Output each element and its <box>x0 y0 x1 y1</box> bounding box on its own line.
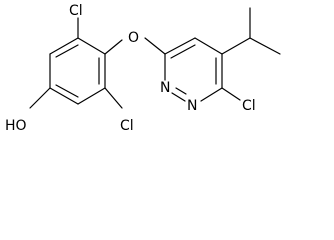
bond-c3-c4 <box>77 87 106 105</box>
bond-c3-c4p <box>164 37 196 55</box>
bond-c5p-isopropyl <box>221 37 251 55</box>
bond-c1-c2 <box>77 37 106 55</box>
phenol-ring <box>49 37 106 105</box>
bond-c4p-c5p <box>194 37 223 55</box>
cl-pyridazine-label: Cl <box>242 98 256 114</box>
chemical-structure: Cl O HO Cl N N Cl <box>5 3 281 134</box>
bond-o-pyridazine <box>144 37 166 55</box>
bond-c6-c1 <box>49 37 79 55</box>
n-upper-label: N <box>160 80 170 96</box>
n-lower-label: N <box>187 98 197 114</box>
bond-c2-o <box>104 39 123 55</box>
double-bond-c6-c1 <box>55 44 79 58</box>
cl-top-label: Cl <box>69 3 83 19</box>
double-bond-c3-c4p <box>170 44 196 59</box>
bond-c6p-cl <box>221 87 241 101</box>
pyridazine-ring <box>164 37 223 102</box>
ether-oxygen-label: O <box>128 30 139 46</box>
double-bond-n-n <box>175 87 187 95</box>
bond-isopropyl-methyl-right <box>249 37 281 55</box>
bond-c3-cl-bottom <box>104 87 123 109</box>
double-bond-c4-c5 <box>55 84 79 98</box>
bond-n-n <box>171 92 186 102</box>
bond-c5-oh <box>29 87 51 109</box>
bond-c6p-n-lower <box>200 87 223 102</box>
cl-bottom-label: Cl <box>120 118 134 134</box>
bond-c4-c5 <box>49 87 79 105</box>
hydroxyl-label: HO <box>5 118 27 134</box>
